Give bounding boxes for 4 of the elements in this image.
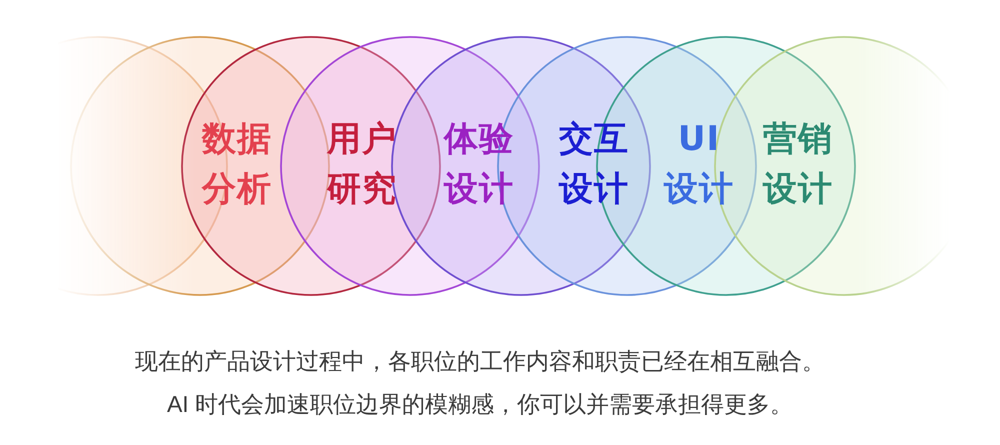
circle-label: 数据分析 xyxy=(201,118,273,211)
circle-label: 营销设计 xyxy=(762,118,834,211)
circle-label: 用户研究 xyxy=(326,118,398,211)
caption-text: 现在的产品设计过程中，各职位的工作内容和职责已经在相互融合。AI 时代会加速职位边界的模糊感，你可以并需要承担得更多。 xyxy=(134,347,826,419)
